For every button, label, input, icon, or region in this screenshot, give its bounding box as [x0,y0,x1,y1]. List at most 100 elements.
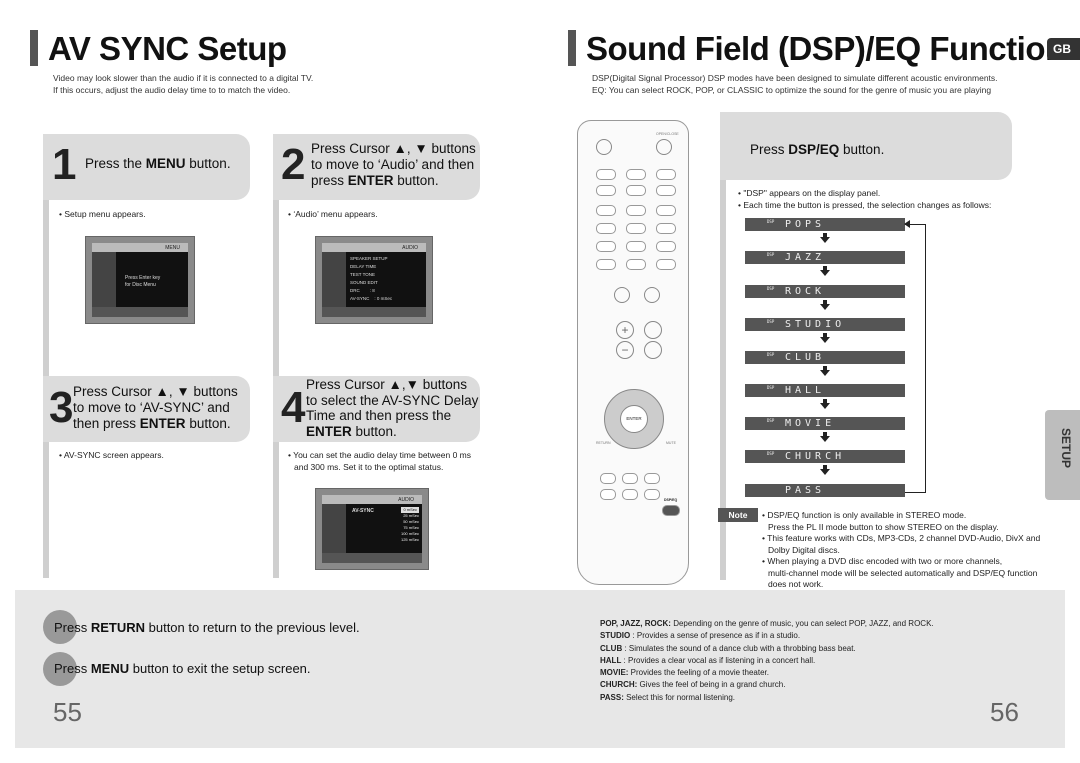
step-3-line3-bold: ENTER [139,416,186,431]
dsp-tag: DSP [767,219,775,224]
number-key-1 [596,205,616,216]
mode-descriptions: POP, JAZZ, ROCK: Depending on the genre … [600,618,934,704]
intro-right-line2: EQ: You can select ROCK, POP, or CLASSIC… [592,85,992,95]
return-post: button to return to the previous level. [145,620,360,635]
intro-right: DSP(Digital Signal Processor) DSP modes … [592,72,998,96]
step-2-text: Press Cursor ▲, ▼ buttons to move to ‘Au… [311,141,476,189]
dsp-tag: DSP [767,418,775,423]
screen-3-label: AV-SYNC [352,508,374,514]
step-4-bullet2: and 300 ms. Set it to the optimal status… [294,462,444,472]
audio-menu-screen: AUDIO SPEAKER SETUP DELAY TIME TEST TONE… [315,236,433,324]
menu-post: button to exit the setup screen. [129,661,311,676]
note-label: Note [718,508,758,522]
step-4-text: Press Cursor ▲,▼ buttons to select the A… [306,377,478,439]
step-4-bullets: • You can set the audio delay time betwe… [288,449,471,473]
desc-bold: CLUB [600,643,623,653]
tuning-down-icon [644,341,662,359]
desc-line: CHURCH: Gives the feel of being in a gra… [600,679,934,691]
screen-3-value: 125 mSec [400,537,419,542]
step-1-text-c: button. [185,156,231,171]
remote-button [656,185,676,196]
screen-3-sidebar [322,504,346,553]
remote-control-illustration: OPEN/CLOSE + − ENTER RETURN MUTE DSP/EQ [577,120,689,585]
bullet-circle [43,652,77,686]
note-line: multi-channel mode will be selected auto… [768,567,1038,578]
note-line: Dolby Digital discs. [768,544,840,555]
intro-left: Video may look slower than the audio if … [53,72,313,96]
step-3-line3: then press ENTER button. [73,416,238,432]
screen-1-sidebar [92,252,116,307]
press-dsp-eq: Press DSP/EQ button. [750,142,884,158]
desc-bold: HALL [600,655,622,665]
desc-text: Select this for normal listening. [623,692,736,702]
dsp-eq-button [662,505,680,516]
step-1-bullet: • Setup menu appears. [59,209,146,219]
step-4-box [273,376,480,442]
remote-button [626,169,646,180]
down-arrow-icon [820,270,830,276]
desc-bold: MOVIE: [600,668,629,678]
down-arrow-icon [820,403,830,409]
press-dsp-bold: DSP/EQ [788,142,840,157]
screen-3-footer [322,553,422,563]
screen-1-head-text: MENU [165,245,180,251]
desc-line: POP, JAZZ, ROCK: Depending on the genre … [600,618,934,630]
dsp-mode-text: CLUB [785,352,826,363]
return-label: RETURN [596,441,611,445]
screen-2-sidebar [322,252,346,307]
step-1-text-a: Press the [85,156,146,171]
desc-line: CLUB : Simulates the sound of a dance cl… [600,643,934,655]
note-line: • DSP/EQ function is only available in S… [762,510,967,520]
desc-text: : Simulates the sound of a dance club wi… [622,643,856,653]
down-arrow-icon [823,266,827,270]
mute-label: MUTE [666,441,676,445]
volume-minus-icon: − [616,341,634,359]
remote-button [600,489,616,500]
step-2-line1: Press Cursor ▲, ▼ buttons [311,141,476,156]
desc-text: Depending on the genre of music, you can… [670,619,934,628]
notes: • DSP/EQ function is only available in S… [762,510,1040,591]
enter-label: ENTER [626,416,642,421]
dsp-tag: DSP [767,352,775,357]
av-sync-screen: AUDIO AV-SYNC 0 mSec 25 mSec 50 mSec 75 … [315,488,429,570]
dsp-bullet: • "DSP" appears on the display panel. [738,188,881,198]
down-arrow-icon [823,432,827,436]
step-4-line4: ENTER button. [306,424,478,440]
screen-3-value: 50 mSec [403,519,419,524]
desc-line: STUDIO : Provides a sense of presence as… [600,630,934,642]
desc-text: : Provides a clear vocal as if listening… [621,655,816,665]
screen-3-value: 100 mSec [400,531,419,536]
dsp-mode-pass: PASS [745,484,905,497]
remote-button [596,259,616,270]
intro-left-line2: If this occurs, adjust the audio delay t… [53,85,291,95]
step-2-line3: press ENTER button. [311,173,476,189]
step-2-box [273,134,480,200]
tuning-up-icon [644,321,662,339]
step-4-line4-bold: ENTER [306,423,352,439]
number-key-4 [596,223,616,234]
step-3-text: Press Cursor ▲, ▼ buttons to move to ‘AV… [73,384,238,432]
open-close-label: OPEN/CLOSE [656,132,679,136]
remote-button [626,185,646,196]
screen-1-inner: MENU Press Enter key for Disc Menu [92,243,188,317]
step-4-bullet1: • You can set the audio delay time betwe… [288,450,472,460]
down-arrow-icon [820,436,830,442]
menu-bold: MENU [90,661,130,676]
return-instruction: Press RETURN button to return to the pre… [54,620,360,635]
step-3-box [43,376,250,442]
screen-1-text: Press Enter key for Disc Menu [125,275,160,289]
number-key-9 [656,241,676,252]
step-2-number: 2 [281,140,306,189]
dsp-mode-text: JAZZ [785,252,826,263]
step-3-line2: to move to ‘AV-SYNC’ and [73,400,230,415]
desc-bold: POP, JAZZ, ROCK: [600,619,671,628]
desc-line: MOVIE: Provides the feeling of a movie t… [600,667,934,679]
screen-3-value: 25 mSec [403,513,419,518]
step-4-line4-post: button. [351,423,397,439]
number-key-2 [626,205,646,216]
step-1-text-bold: MENU [145,156,186,171]
